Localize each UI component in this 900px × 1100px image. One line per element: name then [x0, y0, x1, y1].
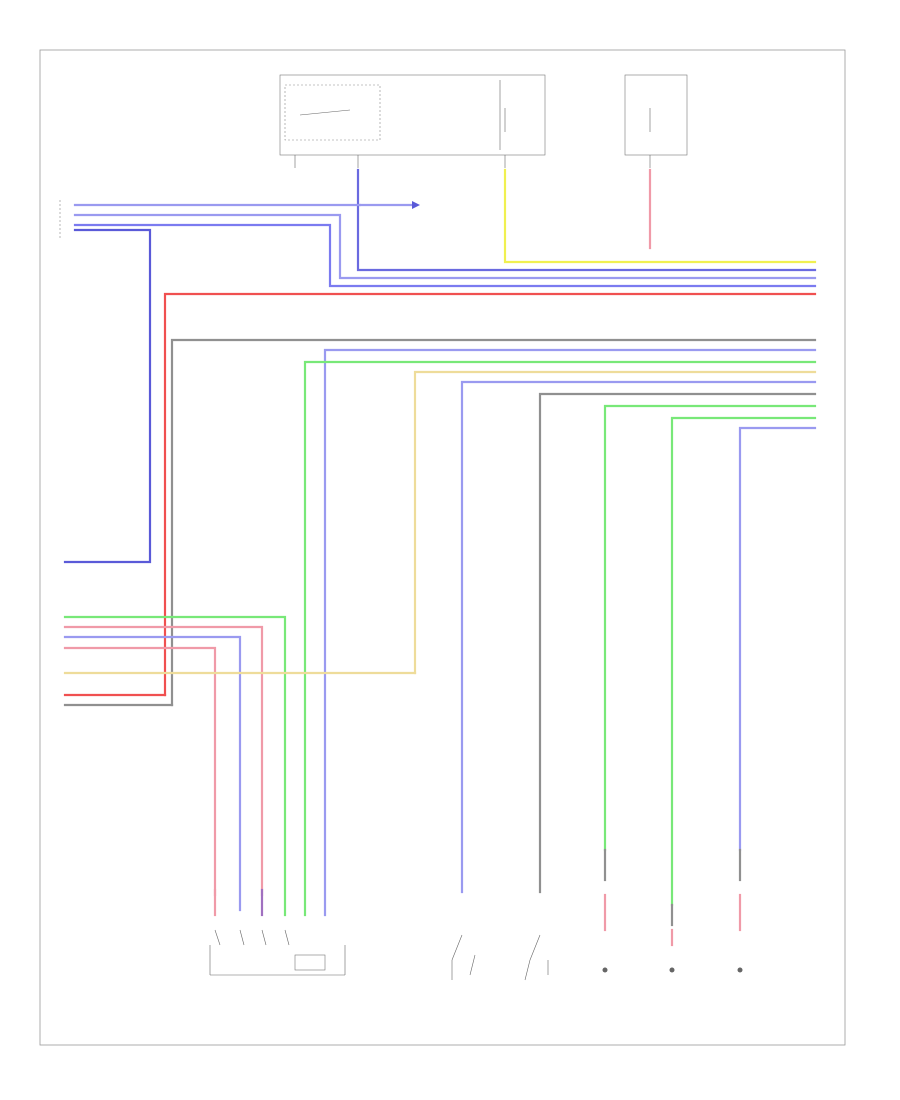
top-right-fuse-box — [624, 74, 688, 156]
wire-blue-mid-2 — [460, 380, 817, 894]
wire-cream-mid — [413, 370, 817, 675]
wire-blue-top-4 — [73, 223, 817, 288]
branch-arrow-icon — [412, 201, 420, 209]
top-center-lead-lines — [294, 155, 506, 168]
top-center-control-unit — [279, 74, 546, 156]
wire-grey-mid — [170, 338, 817, 707]
switch-assembly-left — [209, 929, 346, 976]
wire-red-top — [163, 292, 817, 697]
wire-green-mid-1 — [303, 360, 817, 917]
wire-blue-mid-3 — [738, 426, 817, 852]
wire-green-mid-3 — [670, 416, 817, 907]
wire-grey-mid-2 — [538, 392, 817, 894]
wire-green-mid-2 — [603, 404, 817, 852]
sensor-icon-2 — [669, 967, 675, 973]
wire-blue-mid-1 — [323, 348, 817, 917]
wire-lower-segments — [603, 848, 742, 947]
diagram-frame — [39, 49, 846, 1046]
switch-middle-1 — [451, 934, 476, 980]
wire-blue-left — [63, 635, 242, 912]
sensor-icon-1 — [602, 967, 608, 973]
sensor-icon-3 — [737, 967, 743, 973]
wire-pink-left-2 — [63, 646, 217, 897]
wire-blue-top-3 — [73, 213, 817, 280]
wire-dark-blue-left — [63, 228, 152, 564]
wire-blue-top-1 — [356, 168, 817, 272]
top-center-internal-switch — [299, 109, 351, 116]
wire-pink-left-1 — [63, 625, 264, 897]
wire-yellow-top — [503, 168, 817, 264]
top-center-inner-dashed-box — [284, 84, 381, 141]
switch-middle-2 — [524, 934, 549, 981]
wire-green-left — [63, 615, 287, 917]
